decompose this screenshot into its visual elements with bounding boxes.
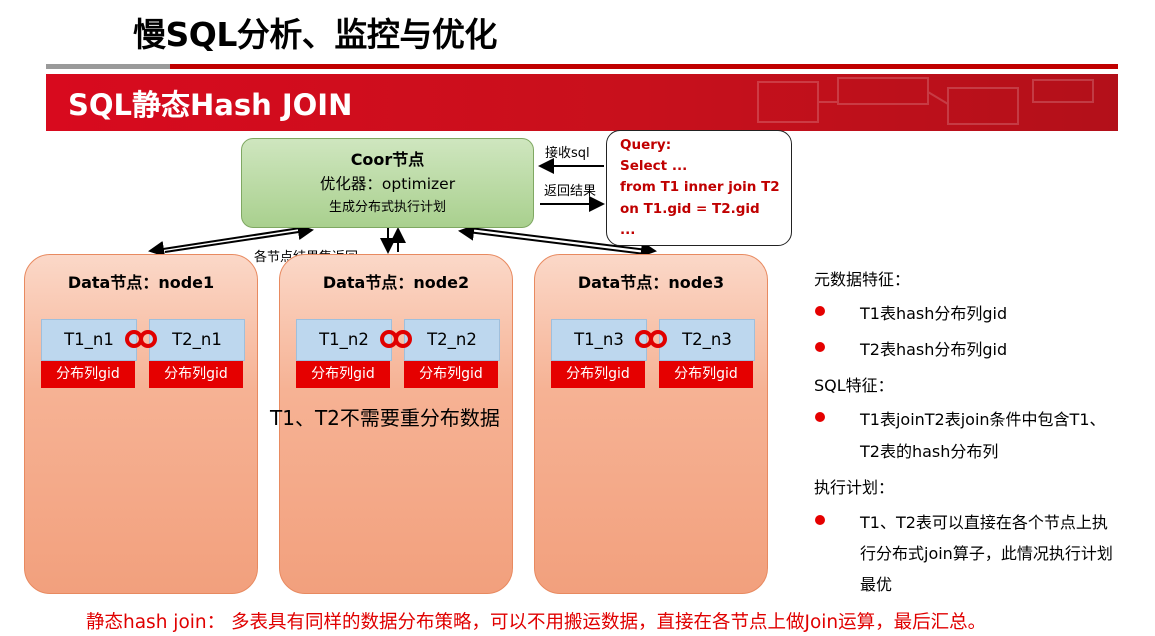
coor-node-name: Coor节点 xyxy=(350,150,425,169)
plan-heading: 执行计划： xyxy=(814,478,895,497)
bullet-icon xyxy=(815,306,825,316)
arrow-to-node1 xyxy=(148,227,301,257)
table-t2-shard: T2_n1 xyxy=(149,319,245,361)
banner-title: SQL静态Hash JOIN xyxy=(68,88,353,122)
join-icon xyxy=(380,330,412,348)
query-box: Query: Select ... from T1 inner join T2 … xyxy=(606,130,792,246)
sql-item-line: T2表的hash分布列 xyxy=(860,442,999,461)
title-divider-red xyxy=(170,64,1118,69)
plan-item-line: T1、T2表可以直接在各个节点上执 xyxy=(860,513,1108,532)
arrow-to-node3 xyxy=(469,227,657,258)
query-line: Query: xyxy=(620,137,672,153)
arrow-from-node1 xyxy=(164,224,314,253)
label-return-result: 返回结果 xyxy=(544,184,597,199)
node-title: Data节点：node2 xyxy=(322,273,470,292)
table-t2-shard: T2_n3 xyxy=(659,319,755,361)
bullet-icon xyxy=(815,342,825,352)
join-icon xyxy=(125,330,157,348)
arrow-from-node3 xyxy=(458,224,646,255)
table-t1-shard: T1_n3 xyxy=(551,319,647,361)
distribution-key-label: 分布列gid xyxy=(296,361,390,388)
bullet-icon xyxy=(815,515,825,525)
node-title: Data节点：node3 xyxy=(577,273,725,292)
section-banner: SQL静态Hash JOIN xyxy=(46,74,1118,131)
table-t1-shard: T1_n1 xyxy=(41,319,137,361)
node-title: Data节点：node1 xyxy=(67,273,215,292)
query-line: Select ... xyxy=(620,158,688,174)
label-receive-sql: 接收sql xyxy=(545,146,590,161)
plan-item-line: 行分布式join算子，此情况执行计划 xyxy=(860,544,1113,563)
data-node-2: Data节点：node2 T1_n2 T2_n2 分布列gid 分布列gid xyxy=(279,254,513,594)
distribution-key-label: 分布列gid xyxy=(659,361,753,388)
coor-plan: 生成分布式执行计划 xyxy=(328,200,446,215)
page-title: 慢SQL分析、监控与优化 xyxy=(133,15,497,54)
data-node-3: Data节点：node3 T1_n3 T2_n3 分布列gid 分布列gid xyxy=(534,254,768,594)
distribution-key-label: 分布列gid xyxy=(404,361,498,388)
sql-item-line: T1表joinT2表join条件中包含T1、 xyxy=(860,410,1106,429)
query-line: ... xyxy=(620,222,636,238)
distribution-key-label: 分布列gid xyxy=(149,361,243,388)
no-redistribution-note: T1、T2不需要重分布数据 xyxy=(270,406,500,430)
coor-node-box: Coor节点 优化器：optimizer 生成分布式执行计划 xyxy=(241,138,534,228)
table-t1-shard: T1_n2 xyxy=(296,319,392,361)
sql-heading: SQL特征： xyxy=(814,376,894,395)
table-t2-shard: T2_n2 xyxy=(404,319,500,361)
query-line: from T1 inner join T2 xyxy=(620,179,780,195)
data-node-1: Data节点：node1 T1_n1 T2_n1 分布列gid 分布列gid xyxy=(24,254,258,594)
query-line: on T1.gid = T2.gid xyxy=(620,201,760,217)
coor-optimizer: 优化器：optimizer xyxy=(319,175,456,193)
metadata-item: T2表hash分布列gid xyxy=(860,340,1008,359)
metadata-heading: 元数据特征： xyxy=(814,270,911,289)
banner-pattern xyxy=(757,77,1094,125)
metadata-item: T1表hash分布列gid xyxy=(860,304,1008,323)
distribution-key-label: 分布列gid xyxy=(551,361,645,388)
bullet-icon xyxy=(815,412,825,422)
plan-item-line: 最优 xyxy=(860,575,893,594)
footer-summary: 静态hash join： 多表具有同样的数据分布策略，可以不用搬运数据，直接在各… xyxy=(86,612,987,633)
distribution-key-label: 分布列gid xyxy=(41,361,135,388)
join-icon xyxy=(635,330,667,348)
